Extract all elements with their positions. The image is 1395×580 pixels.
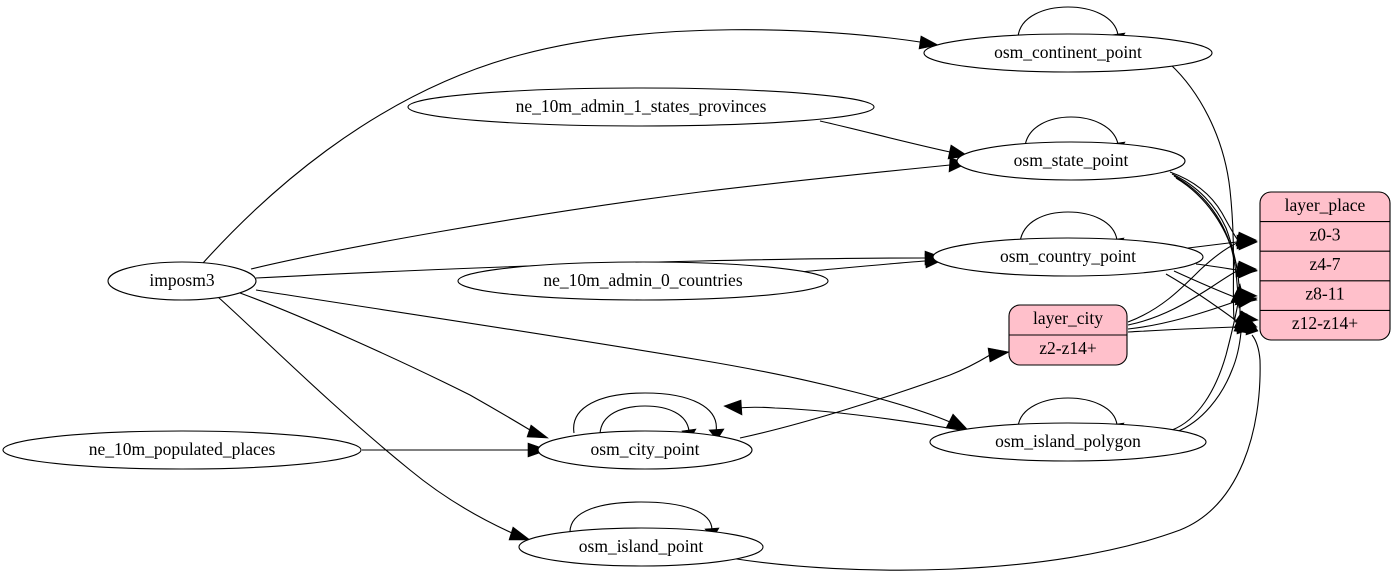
- node-ne-places-shape[interactable]: [2, 430, 362, 470]
- node-osm-state-point-shape[interactable]: [956, 141, 1186, 181]
- edge-osm-island-polygon-self-loop: [1017, 397, 1118, 428]
- edge-osm-island-polygon-to-layer-place-z12: [1175, 331, 1242, 433]
- edge-osm-city-point-self-loop-inner: [599, 405, 690, 435]
- edge-osm-continent-point-self-loop: [1017, 6, 1119, 38]
- edge-osm-state-point-to-layer-place-z0: [1169, 171, 1238, 240]
- arrowhead-icon: [723, 399, 743, 416]
- node-osm-city-point-shape[interactable]: [537, 430, 753, 470]
- node-osm-country-point[interactable]: osm_country_point: [932, 237, 1204, 277]
- edge-layer-city-to-layer-place-z0: [1127, 242, 1238, 323]
- node-layer: imposm3 ne_10m_admin_1_states_provinces …: [2, 33, 1213, 567]
- edge-osm-city-point-to-layer-city: [739, 354, 991, 439]
- node-osm-continent-point[interactable]: osm_continent_point: [923, 33, 1213, 73]
- edge-osm-country-point-self-loop: [1019, 211, 1118, 243]
- arrowhead-icon: [508, 526, 531, 541]
- arrowhead-icon: [945, 413, 969, 431]
- node-ne-10m-admin-0-countries[interactable]: ne_10m_admin_0_countries: [457, 261, 829, 301]
- node-imposm3[interactable]: imposm3: [107, 261, 257, 301]
- edge-osm-state-point-self-loop: [1024, 116, 1119, 147]
- edge-imposm3-to-osm-state-point: [250, 164, 951, 270]
- edge-osm-country-point-to-layer-place-z8: [1173, 270, 1238, 299]
- edge-osm-island-point-to-layer-place-z12: [729, 334, 1261, 571]
- node-layer-place-shape[interactable]: [1259, 191, 1391, 341]
- edge-ne-states-to-osm-state-point: [819, 120, 951, 153]
- node-osm-city-point[interactable]: osm_city_point: [537, 430, 753, 470]
- node-layer-city[interactable]: layer_city z2-z14+: [1008, 304, 1128, 366]
- edge-imposm3-to-osm-city-point: [239, 292, 531, 431]
- edge-ne-countries-to-osm-country-point: [799, 260, 926, 273]
- edge-imposm3-to-osm-island-polygon: [255, 289, 951, 423]
- arrowhead-icon: [1230, 283, 1246, 305]
- node-imposm3-shape[interactable]: [107, 261, 257, 301]
- node-ne-states-shape[interactable]: [407, 87, 875, 127]
- edge-imposm3-to-osm-continent-point: [202, 29, 921, 264]
- edge-osm-island-point-self-loop: [569, 501, 713, 533]
- edge-osm-country-point-to-layer-place-z12: [1165, 273, 1239, 323]
- node-ne-countries-shape[interactable]: [457, 261, 829, 301]
- edge-osm-continent-point-to-layer-place-z12: [1169, 63, 1235, 321]
- node-osm-island-point[interactable]: osm_island_point: [518, 527, 764, 567]
- arrowhead-icon: [1245, 313, 1259, 336]
- record-node-layer: layer_city z2-z14+ layer_place z0-3 z4-7…: [1008, 191, 1391, 366]
- edge-layer-city-to-layer-place-z12: [1127, 326, 1238, 333]
- edge-osm-island-polygon-to-layer-place-z8: [1171, 302, 1239, 431]
- edge-imposm3-to-osm-island-point: [217, 296, 513, 534]
- node-osm-island-polygon[interactable]: osm_island_polygon: [929, 422, 1207, 462]
- node-osm-state-point[interactable]: osm_state_point: [956, 141, 1186, 181]
- node-ne-10m-populated-places[interactable]: ne_10m_populated_places: [2, 430, 362, 470]
- node-osm-country-point-shape[interactable]: [932, 237, 1204, 277]
- edge-osm-city-point-self-loop-outer: [573, 392, 717, 434]
- arrowhead-icon: [1237, 263, 1258, 279]
- node-osm-island-point-shape[interactable]: [518, 527, 764, 567]
- arrowhead-icon: [1237, 235, 1258, 251]
- node-ne-10m-admin-1-states-provinces[interactable]: ne_10m_admin_1_states_provinces: [407, 87, 875, 127]
- edge-osm-country-point-to-layer-place-z4: [1195, 263, 1238, 271]
- arrowhead-icon: [987, 347, 1010, 363]
- edge-layer-city-to-layer-place-z8: [1127, 300, 1238, 330]
- node-osm-island-polygon-shape[interactable]: [929, 422, 1207, 462]
- edge-layer-city-to-layer-place-z4: [1127, 270, 1238, 326]
- arrowhead-icon: [526, 424, 549, 439]
- node-layer-place[interactable]: layer_place z0-3 z4-7 z8-11 z12-z14+: [1259, 191, 1391, 341]
- edge-layer: [202, 6, 1261, 571]
- node-osm-continent-point-shape[interactable]: [923, 33, 1213, 73]
- arrowhead-icon: [1233, 312, 1249, 334]
- edge-osm-island-polygon-to-osm-city-point: [739, 406, 961, 431]
